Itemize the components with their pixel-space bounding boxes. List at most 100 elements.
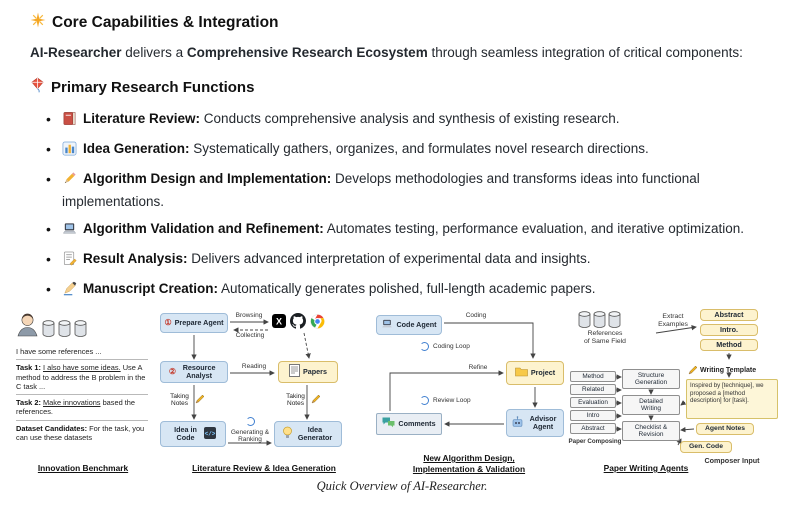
refine-label: Refine: [468, 364, 488, 371]
function-label: Literature Review:: [83, 111, 201, 126]
sparkle-icon: [30, 12, 46, 33]
kite-icon: [30, 77, 45, 97]
code-icon: </>: [203, 426, 216, 441]
inspired-note: Inspired by [technique], we proposed a […: [686, 379, 778, 419]
compose-item-method: Method: [570, 371, 616, 382]
function-label: Idea Generation:: [83, 141, 190, 156]
panel-caption: Paper Writing Agents: [603, 463, 689, 473]
template-box-intro: Intro.: [700, 324, 758, 336]
cycle-icon: [245, 417, 255, 426]
taking-notes-right: Taking Notes: [282, 391, 321, 409]
papers-box: Papers: [278, 361, 338, 383]
function-desc: Delivers advanced interpretation of expe…: [187, 251, 591, 266]
function-item-algorithm-validation: Algorithm Validation and Refinement: Aut…: [44, 219, 774, 242]
advisor-agent-box: Advisor Agent: [506, 409, 564, 437]
browsing-label: Browsing: [235, 312, 263, 319]
function-item-literature-review: Literature Review: Conducts comprehensiv…: [44, 109, 774, 132]
laptop-icon: [62, 221, 77, 242]
github-icon: [290, 313, 306, 334]
function-item-algorithm-design: Algorithm Design and Implementation: Dev…: [44, 169, 774, 212]
panel-caption-line2: Implementation & Validation: [412, 464, 526, 474]
panel-caption-line1: New Algorithm Design,: [423, 453, 515, 463]
writing-template-label: Writing Template: [688, 362, 756, 380]
section-heading-core-capabilities: Core Capabilities & Integration: [30, 12, 774, 33]
benchmark-text: I have some references ... Task 1: I als…: [8, 344, 158, 442]
detailed-writing-box: Detailed Writing: [622, 395, 680, 415]
function-item-result-analysis: Result Analysis: Delivers advanced inter…: [44, 249, 774, 272]
figure-caption: Quick Overview of AI-Researcher.: [316, 479, 488, 493]
review-loop-label: Review Loop: [433, 397, 471, 404]
overview-figure: I have some references ... Task 1: I als…: [8, 309, 798, 475]
user-avatar: [16, 312, 39, 342]
database-icon: [58, 320, 71, 342]
x-logo-icon: X: [272, 314, 286, 333]
function-label: Manuscript Creation:: [83, 281, 219, 296]
function-desc: Conducts comprehensive analysis and synt…: [200, 111, 620, 126]
section-heading-primary-functions: Primary Research Functions: [30, 77, 774, 97]
robot-icon: [511, 416, 524, 430]
pencil-icon: [62, 171, 77, 192]
code-agent-box: Code Agent: [376, 315, 442, 335]
function-list: Literature Review: Conducts comprehensiv…: [30, 109, 774, 302]
idea-in-code-box: Idea in Code</>: [160, 421, 226, 447]
database-icon: [74, 320, 87, 342]
function-item-manuscript-creation: Manuscript Creation: Automatically gener…: [44, 279, 774, 302]
chrome-icon: [310, 314, 325, 334]
agent-notes-box: Agent Notes: [696, 423, 754, 435]
folder-icon: [515, 366, 528, 379]
svg-text:</>: </>: [204, 430, 215, 437]
divider: [16, 359, 148, 361]
function-label: Algorithm Design and Implementation:: [83, 171, 332, 186]
writing-hand-icon: [62, 281, 77, 302]
panel-algorithm-design: Code Agent Coding Coding Loop Refine Pro…: [370, 309, 568, 475]
template-box-method: Method: [700, 339, 758, 351]
subsection-title: Primary Research Functions: [51, 78, 255, 96]
checklist-revision-box: Checklist & Revision: [622, 421, 680, 441]
idea-generator-box: Idea Generator: [274, 421, 342, 447]
user-quote: I have some references ...: [16, 347, 102, 356]
function-desc: Develops methodologies and transforms id…: [62, 171, 700, 209]
review-loop-cycle-icon: [420, 396, 429, 405]
pencil-icon: [195, 391, 205, 409]
compose-item-abstract: Abstract: [570, 423, 616, 434]
coding-loop-cycle-icon: [420, 342, 429, 351]
comments-icon: [382, 417, 395, 430]
function-desc: Automatically generates polished, full-l…: [218, 281, 596, 296]
function-item-idea-generation: Idea Generation: Systematically gathers,…: [44, 139, 774, 162]
reference-databases: [578, 311, 621, 333]
function-desc: Systematically gathers, organizes, and f…: [189, 141, 649, 156]
reading-label: Reading: [241, 363, 267, 370]
database-icon: [42, 320, 55, 342]
compose-item-evaluation: Evaluation: [570, 397, 616, 408]
gen-code-box: Gen. Code: [680, 441, 732, 453]
database-icon: [578, 311, 591, 333]
project-box: Project: [506, 361, 564, 385]
database-icon: [593, 311, 606, 333]
function-desc: Automates testing, performance evaluatio…: [323, 221, 744, 236]
books-icon: [62, 111, 77, 132]
composer-input-label: Composer Input: [704, 456, 760, 465]
divider: [16, 419, 148, 421]
memo-icon: [62, 251, 77, 272]
coding-label: Coding: [465, 312, 487, 319]
intro-paragraph: AI-Researcher delivers a Comprehensive R…: [30, 45, 743, 60]
coding-loop-label: Coding Loop: [433, 343, 470, 350]
panel-innovation-benchmark: I have some references ... Task 1: I als…: [8, 309, 158, 475]
svg-text:X: X: [276, 317, 282, 327]
template-box-abstract: Abstract: [700, 309, 758, 321]
panel-caption: Innovation Benchmark: [37, 463, 129, 473]
divider: [16, 394, 148, 396]
function-label: Algorithm Validation and Refinement:: [83, 221, 324, 236]
task2-text: Task 2: Make innovations based the refer…: [16, 398, 136, 417]
doc-page: Core Capabilities & Integration AI-Resea…: [0, 0, 800, 494]
database-icon: [608, 311, 621, 333]
task1-text: Task 1: I also have some ideas. Use A me…: [16, 363, 146, 391]
page-title: Core Capabilities & Integration: [52, 13, 279, 31]
intro-bold-ai-researcher: AI-Researcher: [30, 45, 122, 60]
generating-ranking-label: Generating & Ranking: [228, 417, 272, 444]
